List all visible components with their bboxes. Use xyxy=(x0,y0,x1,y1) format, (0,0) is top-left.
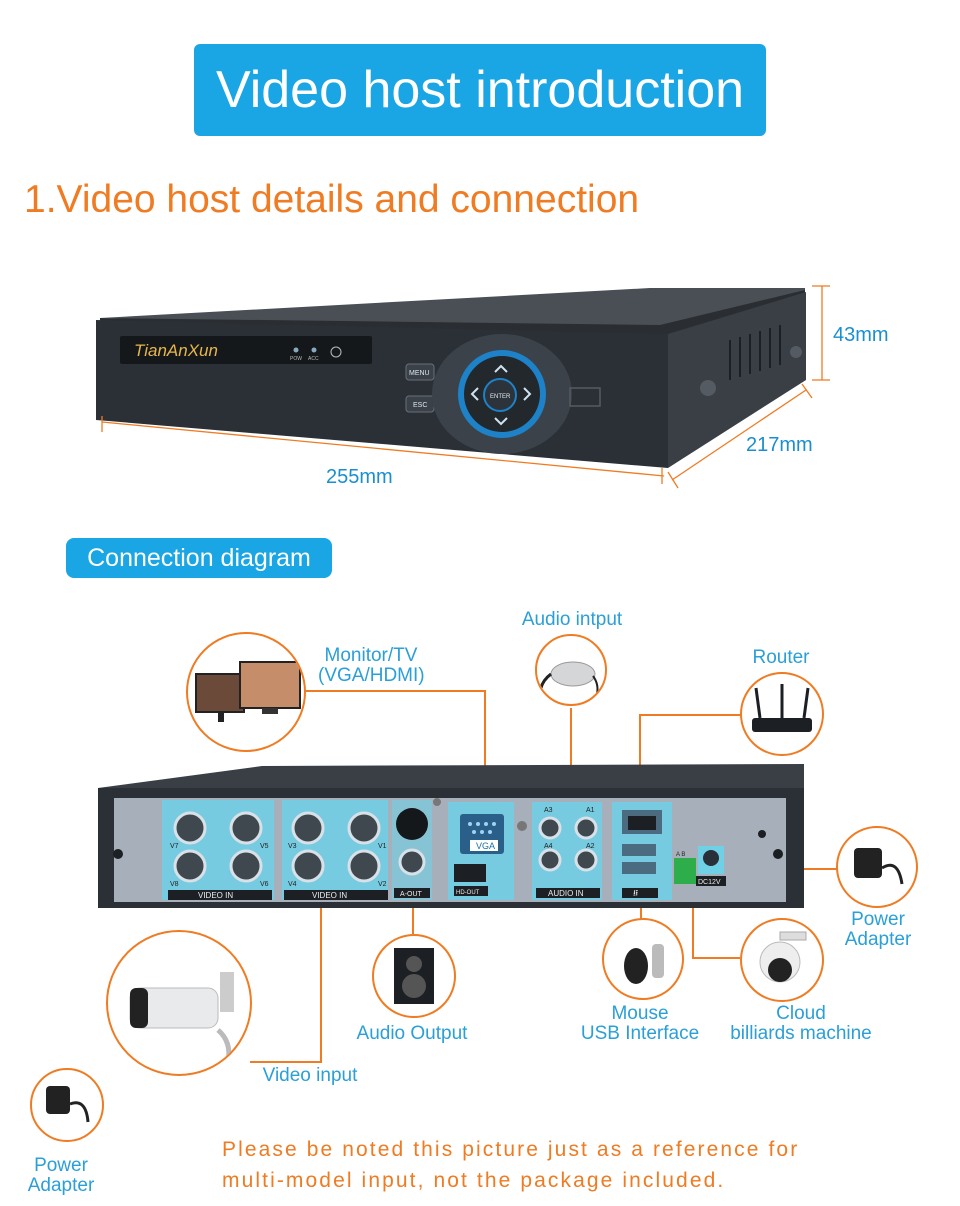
front-display-strip xyxy=(120,336,372,364)
down-arrow-icon xyxy=(494,417,508,426)
power-right-label: Power Adapter xyxy=(844,909,912,950)
header-title: Video host introduction xyxy=(215,61,745,119)
router-label: Router xyxy=(752,647,810,668)
led-acc: ACC xyxy=(308,356,319,362)
dvr-rear-panel: V7 V5 V8 V6 V3 V1 V4 V2 VIDEO IN VIDEO I… xyxy=(98,764,804,908)
aout-knob xyxy=(396,808,428,840)
height-dimension: 43mm xyxy=(833,324,889,346)
router-icon xyxy=(752,718,812,732)
left-arrow-icon xyxy=(470,387,479,401)
svg-text:HD-OUT: HD-OUT xyxy=(456,890,480,896)
svg-text:MENU: MENU xyxy=(409,370,430,377)
cloud-label: Cloud billiards machine xyxy=(730,1003,872,1044)
aout-line xyxy=(412,904,414,934)
svg-text:V5: V5 xyxy=(260,843,269,850)
video-input-label: Video input xyxy=(262,1065,358,1086)
enter-button[interactable] xyxy=(483,378,517,412)
svg-text:V2: V2 xyxy=(378,881,387,888)
power-adapter-right-circle xyxy=(836,826,918,908)
svg-text:A2: A2 xyxy=(586,843,595,850)
rs485-terminal xyxy=(674,858,696,884)
audio-output-label: Audio Output xyxy=(356,1023,468,1044)
package-note: Please be noted this picture just as a r… xyxy=(222,1138,800,1192)
ptz-camera-circle xyxy=(740,918,824,1002)
svg-text:A B: A B xyxy=(676,852,685,858)
menu-button[interactable] xyxy=(405,363,435,381)
mouse-circle xyxy=(602,918,684,1000)
svg-text:A-OUT: A-OUT xyxy=(400,891,423,898)
monitor-circle xyxy=(186,632,306,752)
svg-text:V1: V1 xyxy=(378,843,387,850)
svg-text:A3: A3 xyxy=(544,807,553,814)
mouse-icon xyxy=(624,948,648,984)
brand-logo: TianAnXun xyxy=(134,341,218,360)
usb-drive-icon xyxy=(652,944,664,978)
audio-input-circle xyxy=(535,634,607,706)
hdmi-port xyxy=(454,864,486,882)
dc-power-port xyxy=(703,850,719,866)
section-title: 1.Video host details and connection xyxy=(24,178,640,221)
router-circle xyxy=(740,672,824,756)
svg-text:V7: V7 xyxy=(170,843,179,850)
right-arrow-icon xyxy=(523,387,532,401)
video-in-label-right: VIDEO IN xyxy=(312,891,347,900)
monitor-label: Monitor/TV (VGA/HDMI) xyxy=(318,645,425,686)
audio-input-label: Audio intput xyxy=(521,609,623,630)
usb-port-1 xyxy=(622,844,656,856)
power-left-label: Power Adapter xyxy=(27,1155,95,1196)
router-line xyxy=(639,714,743,716)
svg-text:V4: V4 xyxy=(288,881,297,888)
header-banner: Video host introduction xyxy=(194,44,766,136)
svg-text:ESC: ESC xyxy=(413,402,427,409)
side-screw xyxy=(700,380,716,396)
svg-text:V3: V3 xyxy=(288,843,297,850)
mouse-label: Mouse USB Interface xyxy=(580,1003,700,1044)
svg-text:ENTER: ENTER xyxy=(490,394,511,400)
bullet-camera-circle xyxy=(106,930,252,1076)
svg-text:V6: V6 xyxy=(260,881,269,888)
power-adapter-icon-left xyxy=(46,1086,70,1114)
depth-dimension: 217mm xyxy=(746,434,813,456)
usb-symbol-icon: ⭿ xyxy=(633,889,638,898)
connection-diagram-title: Connection diagram xyxy=(66,538,332,578)
svg-text:A4: A4 xyxy=(544,843,553,850)
speaker-circle xyxy=(372,934,456,1018)
svg-text:AUDIO IN: AUDIO IN xyxy=(548,889,584,898)
svg-text:DC12V: DC12V xyxy=(698,879,721,886)
video-in-block-left xyxy=(162,800,274,900)
aout-port xyxy=(398,848,426,876)
up-arrow-icon xyxy=(494,364,508,373)
microphone-icon xyxy=(550,661,596,687)
monitor-line xyxy=(303,690,485,692)
usb-port-2 xyxy=(622,862,656,874)
audio-in-line xyxy=(570,708,572,812)
ptz-line xyxy=(692,880,694,958)
video-in-label-left: VIDEO IN xyxy=(198,891,233,900)
svg-text:V8: V8 xyxy=(170,881,179,888)
dvr-front-view: TianAnXun POW ACC MENU ESC ENTER xyxy=(96,285,830,489)
dvr-side-face xyxy=(668,292,806,468)
width-dimension: 255mm xyxy=(326,466,393,488)
monitor-icon xyxy=(195,673,245,713)
svg-text:A1: A1 xyxy=(586,807,595,814)
tv-icon xyxy=(239,661,301,709)
power-adapter-icon xyxy=(854,848,882,878)
video-in-line xyxy=(320,904,322,1062)
power-adapter-left-circle xyxy=(30,1068,104,1142)
svg-text:VGA: VGA xyxy=(476,841,495,851)
led-pow: POW xyxy=(290,356,302,362)
